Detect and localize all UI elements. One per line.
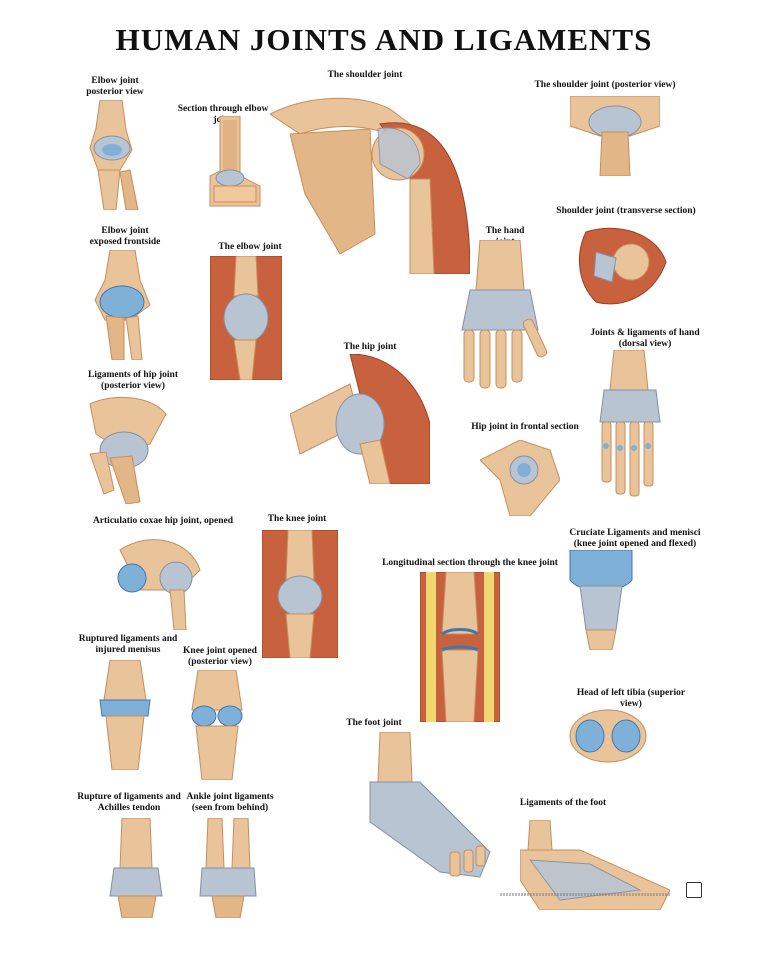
panel-title-achilles: Rupture of ligaments and Achilles tendon [77, 792, 181, 813]
hip-posterior-illustration [89, 396, 167, 504]
shoulder-illustration [270, 97, 470, 274]
panel-title-elbow-exposed: Elbow joint exposed frontside [89, 226, 161, 247]
panel-title-foot-ligaments: Ligaments of the foot [519, 798, 607, 808]
elbow-exposed-illustration [94, 250, 151, 360]
panel-title-hand-dorsal: Joints & ligaments of hand (dorsal view) [590, 328, 700, 349]
panel-title-shoulder: The shoulder joint [327, 70, 403, 80]
panel-title-knee-joint: The knee joint [267, 514, 327, 524]
knee-posterior-illustration [191, 670, 243, 780]
knee-longitudinal-illustration [420, 572, 500, 722]
knee-joint-illustration [262, 530, 338, 658]
panel-title-coxae-opened: Articulatio coxae hip joint, opened [92, 516, 234, 526]
panel-title-hip-frontal: Hip joint in frontal section [471, 422, 579, 432]
panel-title-foot-joint: The foot joint [346, 718, 402, 728]
achilles-illustration [109, 818, 163, 918]
panel-title-elbow-joint: The elbow joint [218, 242, 282, 252]
elbow-posterior-illustration [89, 100, 139, 210]
hand-joint-illustration [461, 240, 548, 389]
hip-joint-illustration [290, 354, 430, 484]
panel-title-tibia-head: Head of left tibia (superior view) [576, 688, 686, 709]
ruptured-illustration [99, 660, 151, 770]
panel-title-elbow-posterior: Elbow joint posterior view [86, 76, 144, 97]
panel-title-ruptured: Ruptured ligaments and injured menisus [78, 634, 178, 655]
publisher-logo [686, 882, 702, 898]
panel-title-hip-posterior: Ligaments of hip joint (posterior view) [88, 370, 178, 391]
copyright-line [500, 893, 670, 896]
poster-title: HUMAN JOINTS AND LIGAMENTS [115, 22, 653, 57]
elbow-joint-illustration [210, 256, 282, 380]
foot-joint-illustration [369, 732, 491, 878]
hand-dorsal-illustration [599, 350, 661, 497]
shoulder-transverse-illustration [578, 227, 667, 305]
panel-title-ankle-behind: Ankle joint ligaments (seen from behind) [186, 792, 274, 813]
shoulder-posterior-illustration [570, 96, 660, 176]
panel-title-knee-longitudinal: Longitudinal section through the knee jo… [382, 558, 558, 568]
hip-frontal-illustration [480, 440, 560, 516]
coxae-opened-illustration [117, 539, 201, 630]
foot-ligaments-illustration [520, 820, 670, 910]
ankle-behind-illustration [199, 818, 257, 918]
tibia-head-illustration [569, 709, 647, 763]
panel-title-shoulder-transverse: Shoulder joint (transverse section) [556, 206, 696, 216]
cruciate-illustration [569, 550, 633, 650]
panel-title-hip-joint: The hip joint [343, 342, 397, 352]
panel-title-shoulder-posterior: The shoulder joint (posterior view) [534, 80, 676, 90]
panel-title-cruciate: Cruciate Ligaments and menisci (knee joi… [569, 528, 701, 549]
panel-title-knee-posterior: Knee joint opened (posterior view) [183, 646, 257, 667]
elbow-section-illustration [209, 116, 261, 207]
